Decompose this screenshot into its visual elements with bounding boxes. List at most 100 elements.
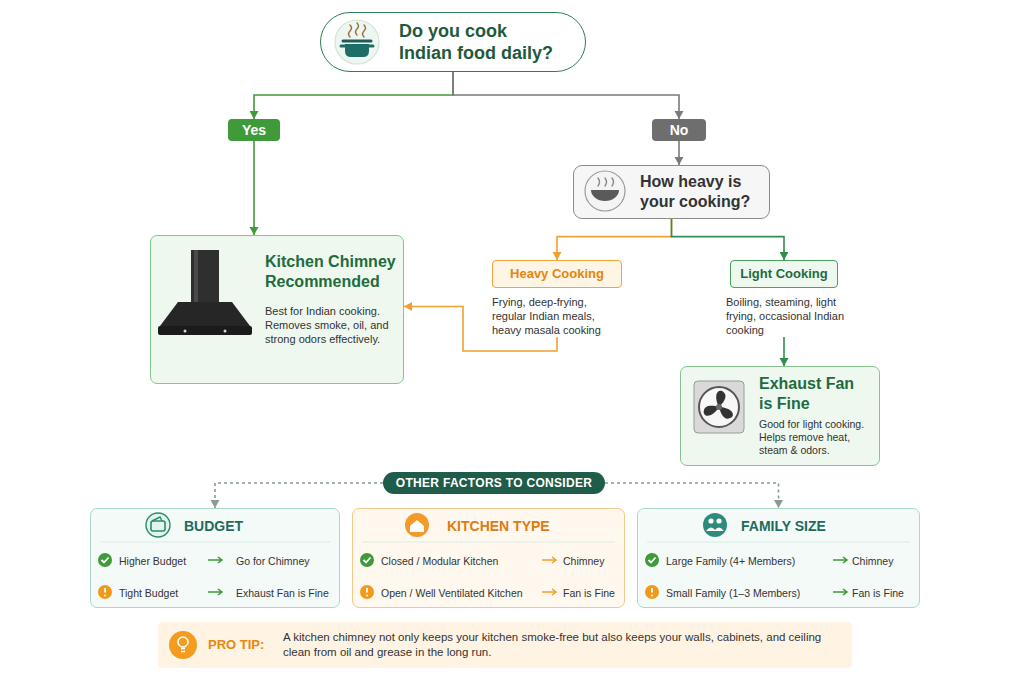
fan-blade: [716, 391, 725, 407]
condition-text: Higher Budget: [119, 554, 186, 568]
question-text: Do you cook Indian food daily?: [399, 20, 559, 64]
arrow-head: [780, 358, 789, 366]
wallet-shape: [151, 521, 165, 531]
option-pill: Light Cooking: [730, 260, 838, 288]
kitchen-icon: [405, 513, 429, 537]
pot-body: [345, 44, 369, 57]
fan-ring: [699, 387, 739, 427]
flow-connector: [672, 219, 789, 260]
icon-circle: [169, 631, 197, 659]
answer-label: No: [652, 119, 706, 141]
warning-dot: [104, 595, 106, 597]
result-box: Kitchen Chimney RecommendedBest for Indi…: [150, 235, 404, 384]
fan-icon: [694, 381, 744, 433]
connector-line: [215, 483, 383, 508]
wallet-flap: [152, 517, 162, 521]
family-icon: [703, 513, 727, 537]
chimney-hood: [160, 302, 250, 326]
chimney-duct: [191, 250, 219, 302]
check-icon: [360, 553, 374, 567]
hood-base: [158, 326, 252, 335]
result-description: Best for Indian cooking. Removes smoke, …: [265, 304, 395, 346]
warning-mark: [651, 588, 653, 593]
flow-connector: [605, 483, 783, 508]
tip-text: A kitchen chimney not only keeps your ki…: [283, 630, 838, 660]
factor-card: KITCHEN TYPEClosed / Modular KitchenChim…: [352, 508, 625, 608]
condition-text: Small Family (1–3 Members): [666, 586, 800, 600]
condition-text: Closed / Modular Kitchen: [381, 554, 498, 568]
card-divider: [100, 542, 910, 543]
pot-lid: [343, 40, 371, 43]
condition-text: Open / Well Ventilated Kitchen: [381, 586, 523, 600]
row-arrows: [208, 557, 847, 595]
row-arrow: [208, 557, 222, 595]
fan-blade: [702, 401, 721, 417]
advice-text: Go for Chimney: [236, 554, 310, 568]
person-head: [716, 518, 721, 523]
check-mark: [102, 558, 109, 563]
flow-connector: [211, 483, 384, 508]
question-text: How heavy is your cooking?: [640, 172, 765, 212]
connector-line: [783, 337, 785, 366]
check-mark: [649, 558, 656, 563]
advice-text: Exhaust Fan is Fine: [236, 586, 329, 600]
warning-icon: [360, 585, 374, 599]
icon-circle: [146, 513, 170, 537]
option-description: Frying, deep-frying, regular Indian meal…: [492, 295, 622, 337]
answer-pill: No: [652, 119, 706, 141]
arrow-head: [774, 500, 783, 508]
result-heading: Exhaust Fan is Fine: [759, 374, 859, 414]
answer-label: Yes: [228, 119, 280, 141]
tip-band: PRO TIP: A kitchen chimney not only keeps…: [158, 622, 852, 668]
arrow-head: [250, 227, 259, 235]
tip-label: PRO TIP:: [208, 637, 264, 653]
hood-light: [224, 330, 227, 333]
factor-heading: BUDGET: [184, 518, 243, 534]
connector-line: [678, 141, 680, 165]
answer-pill: Yes: [228, 119, 280, 141]
bulb-base: [181, 649, 185, 652]
factor-card: FAMILY SIZELarge Family (4+ Members)Chim…: [637, 508, 920, 608]
arrow-head: [211, 500, 220, 508]
chimney-illustration: [158, 250, 252, 335]
factor-card: BUDGET Higher Budget Go for ChimneyTight B…: [90, 508, 340, 608]
flow-connector: [780, 337, 789, 366]
person-bodies: [706, 528, 724, 532]
pot-icon: [335, 20, 379, 64]
flow-connector: [553, 219, 672, 260]
pot-handles: [341, 45, 373, 48]
condition-text: Tight Budget: [119, 586, 178, 600]
arrow-head: [250, 111, 259, 119]
flow-connector: [250, 72, 454, 119]
option-group: Heavy CookingFrying, deep-frying, regula…: [492, 260, 622, 337]
result-description: Good for light cooking. Helps remove hea…: [759, 418, 877, 457]
advice-text: Fan is Fine: [563, 586, 615, 600]
warning-mark: [104, 588, 106, 593]
section-pill: OTHER FACTORS TO CONSIDER: [383, 472, 605, 494]
result-heading: Kitchen Chimney Recommended: [265, 252, 400, 292]
row-arrow: [833, 557, 847, 595]
icon-circle: [405, 513, 429, 537]
icon-circle: [703, 513, 727, 537]
factor-heading: FAMILY SIZE: [741, 518, 826, 534]
connector-line: [404, 307, 557, 352]
warning-mark: [366, 588, 368, 593]
arrow-head: [780, 252, 789, 260]
flow-connector: [453, 72, 684, 119]
bulb-icon: [169, 631, 197, 659]
bowl-shape: [591, 190, 619, 201]
warning-icon: [645, 585, 659, 599]
arrow-head: [404, 302, 412, 311]
warning-dot: [651, 595, 653, 597]
budget-icon: [146, 513, 170, 537]
row-arrow: [542, 557, 556, 595]
connector-line: [453, 72, 679, 119]
flow-connector: [404, 302, 557, 351]
option-description: Boiling, steaming, light frying, occasio…: [714, 295, 854, 337]
fan-frame: [694, 381, 744, 433]
arrow-head: [553, 252, 562, 260]
house-shape: [410, 520, 424, 532]
hood-light: [184, 330, 187, 333]
person-head: [708, 518, 713, 523]
